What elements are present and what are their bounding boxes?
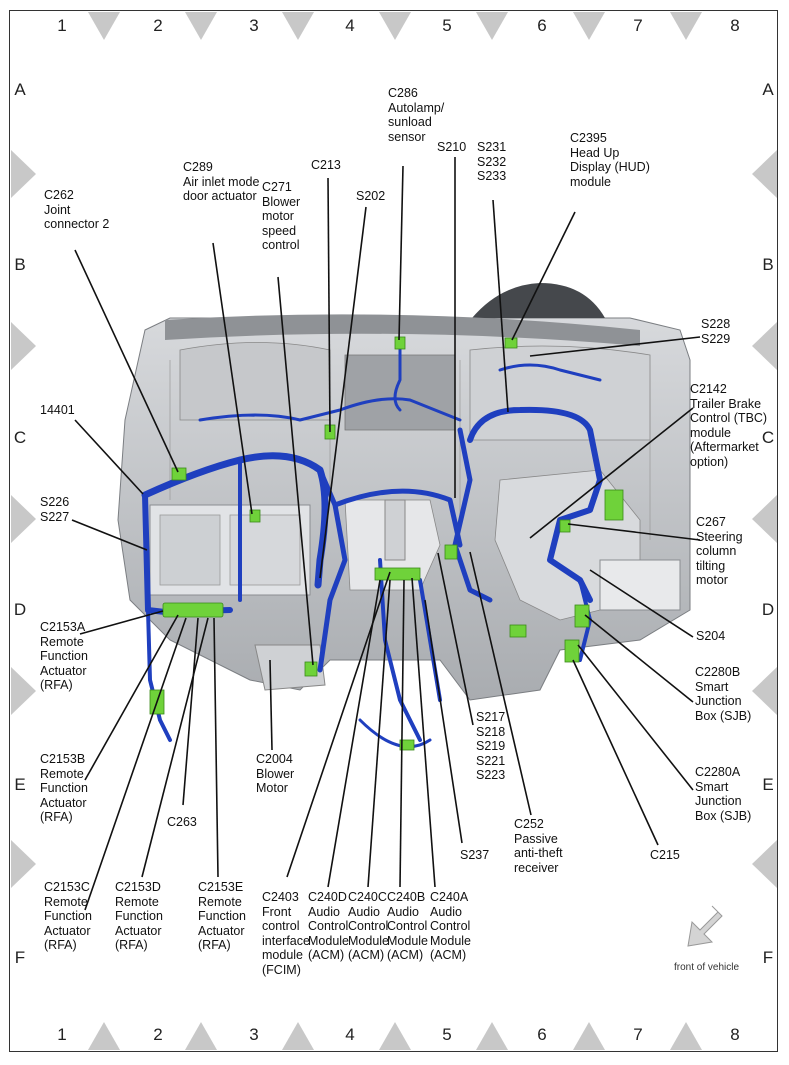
label-c2280b: C2280B Smart Junction Box (SJB) xyxy=(695,665,752,723)
grid-col-4-bottom: 4 xyxy=(345,1025,355,1044)
label-s231: S231 S232 S233 xyxy=(477,140,507,183)
grid-col-2-bottom: 2 xyxy=(153,1025,163,1044)
grid-markers xyxy=(11,12,777,1050)
grid-row-f-right: F xyxy=(762,948,774,967)
grid-col-5-top: 5 xyxy=(442,16,452,35)
front-of-vehicle-label: front of vehicle xyxy=(674,962,740,973)
grid-col-5-bottom: 5 xyxy=(442,1025,452,1044)
label-c267: C267 Steering column tilting motor xyxy=(696,515,743,587)
grid-col-3-top: 3 xyxy=(249,16,259,35)
grid-row-e-left: E xyxy=(14,775,26,794)
label-s210: S210 xyxy=(437,140,467,154)
label-c2142: C2142 Trailer Brake Control (TBC) module… xyxy=(690,382,768,469)
label-s228: S228 S229 xyxy=(701,317,731,346)
label-s204: S204 xyxy=(696,629,726,643)
label-c252: C252 Passive anti-theft receiver xyxy=(514,817,563,875)
wiring-harness xyxy=(141,338,603,749)
grid-col-8-top: 8 xyxy=(730,16,740,35)
label-c2280a: C2280A Smart Junction Box (SJB) xyxy=(695,765,752,823)
grid-col-7-top: 7 xyxy=(633,16,643,35)
label-c2403: C2403 Front control interface module (FC… xyxy=(262,890,310,977)
label-c240c: C240C Audio Control Module (ACM) xyxy=(348,890,389,962)
grid-row-c-left: C xyxy=(13,428,27,447)
label-c263: C263 xyxy=(167,815,197,829)
grid-row-c-right: C xyxy=(761,428,775,447)
label-c240b: C240B Audio Control Module (ACM) xyxy=(387,890,428,962)
label-c2153e: C2153E Remote Function Actuator (RFA) xyxy=(198,880,246,952)
label-c289: C289 Air inlet mode door actuator xyxy=(183,160,260,203)
grid-col-3-bottom: 3 xyxy=(249,1025,259,1044)
label-c240d: C240D Audio Control Module (ACM) xyxy=(308,890,349,962)
grid-col-6-bottom: 6 xyxy=(537,1025,547,1044)
label-s226: S226 S227 xyxy=(40,495,70,524)
label-c2153d: C2153D Remote Function Actuator (RFA) xyxy=(115,880,163,952)
grid-row-a-left: A xyxy=(14,80,26,99)
grid-col-6-top: 6 xyxy=(537,16,547,35)
front-of-vehicle-arrow-icon xyxy=(687,905,723,947)
label-s217: S217 S218 S219 S221 S223 xyxy=(476,710,506,782)
grid-row-a-right: A xyxy=(762,80,774,99)
label-c262: C262 Joint connector 2 xyxy=(44,188,110,231)
grid-col-1-bottom: 1 xyxy=(57,1025,67,1044)
grid-col-4-top: 4 xyxy=(345,16,355,35)
label-c286: C286 Autolamp/ sunload sensor xyxy=(388,86,445,144)
leader-lines xyxy=(71,157,701,911)
label-c213: C213 xyxy=(311,158,341,172)
label-c2395: C2395 Head Up Display (HUD) module xyxy=(570,131,650,189)
label-c240a: C240A Audio Control Module (ACM) xyxy=(430,890,471,962)
label-c2153c: C2153C Remote Function Actuator (RFA) xyxy=(44,880,92,952)
grid-row-b-right: B xyxy=(762,255,774,274)
label-14401: 14401 xyxy=(40,403,75,417)
grid-row-f-left: F xyxy=(14,948,26,967)
grid-col-1-top: 1 xyxy=(57,16,67,35)
grid-row-b-left: B xyxy=(14,255,26,274)
grid-col-2-top: 2 xyxy=(153,16,163,35)
label-c2153a: C2153A Remote Function Actuator (RFA) xyxy=(40,620,88,692)
grid-row-d-left: D xyxy=(13,600,27,619)
label-c2004: C2004 Blower Motor xyxy=(256,752,295,795)
grid-col-7-bottom: 7 xyxy=(633,1025,643,1044)
grid-row-d-right: D xyxy=(761,600,775,619)
label-s202: S202 xyxy=(356,189,386,203)
label-c215: C215 xyxy=(650,848,680,862)
grid-col-8-bottom: 8 xyxy=(730,1025,740,1044)
label-c2153b: C2153B Remote Function Actuator (RFA) xyxy=(40,752,88,824)
grid-row-e-right: E xyxy=(762,775,774,794)
label-s237: S237 xyxy=(460,848,490,862)
connectors xyxy=(149,336,624,751)
label-c271: C271 Blower motor speed control xyxy=(262,180,301,252)
